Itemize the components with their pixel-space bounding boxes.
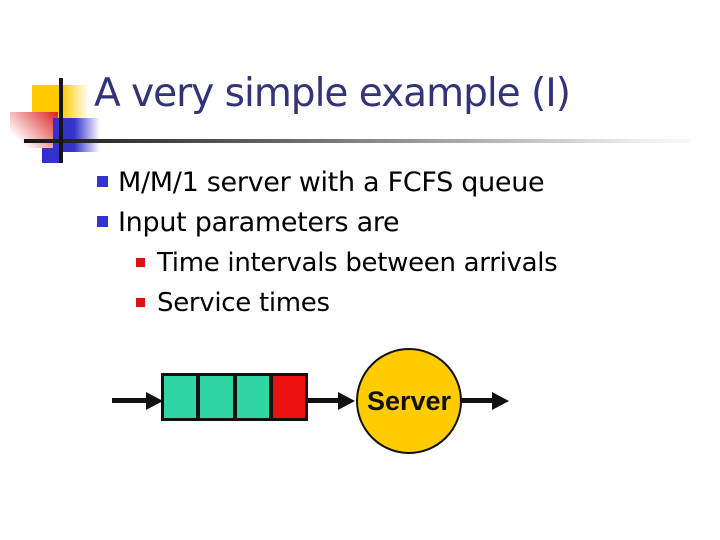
server-label: Server xyxy=(366,385,452,416)
queue-cell xyxy=(200,376,233,418)
decor-blue-small-square xyxy=(42,148,61,163)
server-node: Server xyxy=(356,348,462,454)
bullet-square-icon xyxy=(97,216,108,227)
bullet-square-icon xyxy=(97,176,108,187)
queue-cell xyxy=(164,376,197,418)
sub-bullet-square-icon xyxy=(136,258,145,267)
bullet-item: M/M/1 server with a FCFS queue xyxy=(97,167,545,199)
sub-bullet-text: Time intervals between arrivals xyxy=(157,248,558,278)
arrival-arrow-head-icon xyxy=(146,392,163,410)
sub-bullet-item: Service times xyxy=(136,288,330,319)
to-server-arrow-head-icon xyxy=(338,392,355,410)
slide-title: A very simple example (I) xyxy=(94,71,571,116)
decor-vertical-line xyxy=(59,78,63,163)
sub-bullet-square-icon xyxy=(136,298,145,307)
sub-bullet-item: Time intervals between arrivals xyxy=(136,248,558,279)
bullet-item: Input parameters are xyxy=(97,207,400,239)
bullet-text: Input parameters are xyxy=(118,207,400,238)
to-server-arrow-shaft xyxy=(305,398,338,403)
queue-cell xyxy=(236,376,269,418)
arrival-arrow-shaft xyxy=(112,398,146,403)
title-underline-rule xyxy=(24,139,690,143)
queue xyxy=(161,373,308,421)
queue-cell xyxy=(272,376,305,418)
sub-bullet-text: Service times xyxy=(157,288,330,318)
departure-arrow-shaft xyxy=(461,398,492,403)
bullet-text: M/M/1 server with a FCFS queue xyxy=(118,167,545,198)
departure-arrow-head-icon xyxy=(492,392,509,410)
